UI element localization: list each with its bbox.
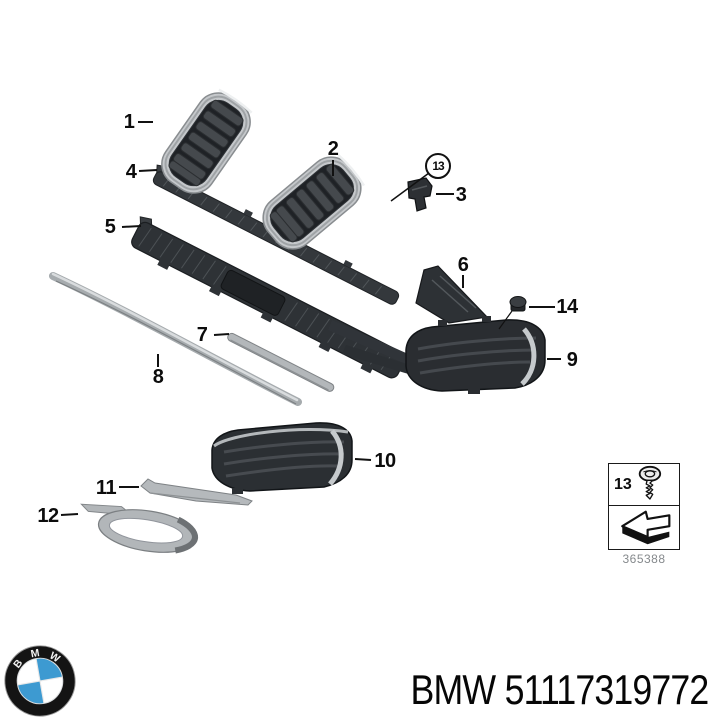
part-number-text: 51117319772	[504, 666, 709, 713]
part-6-corner-support	[415, 265, 489, 324]
legend-box: 13	[608, 463, 680, 550]
part-11-accent-strip	[140, 478, 253, 506]
legend-fastener-row: 13	[609, 464, 679, 506]
legend-item-number: 13	[614, 475, 632, 493]
callout-11: 11	[95, 477, 117, 499]
center-mesh-tails	[328, 320, 420, 376]
part-10-fog-grille-left	[211, 422, 353, 494]
callout-2: 2	[327, 138, 339, 160]
bmw-roundel-icon: B M W	[4, 645, 76, 717]
legend-direction-row	[609, 506, 679, 549]
callout-8: 8	[152, 366, 164, 388]
callout-9: 9	[566, 349, 578, 371]
leader-lines	[60, 121, 561, 516]
part-14-cap	[498, 296, 527, 330]
callout-6: 6	[457, 254, 469, 276]
part-1-kidney-grille-left	[161, 88, 253, 194]
callout-3: 3	[455, 184, 467, 206]
callout-4: 4	[125, 161, 137, 183]
screw-icon	[638, 465, 661, 500]
brand-text: BMW	[410, 666, 496, 713]
part-3-bracket	[407, 177, 433, 212]
direction-arrow-icon	[621, 510, 671, 544]
part-8-chrome-strip	[49, 272, 302, 406]
callout-14: 14	[556, 296, 578, 318]
legend-catalog-code: 365388	[622, 552, 666, 566]
part-9-fog-grille-right	[405, 316, 546, 394]
bmw-roundel-logo: B M W	[2, 643, 78, 719]
part-number-title: BMW 51117319772	[410, 666, 709, 714]
callout-5: 5	[104, 216, 116, 238]
callout-10: 10	[374, 450, 396, 472]
callout-13-circled: 13	[425, 153, 451, 179]
logo-letter-m: M	[30, 648, 40, 660]
part-5-lower-carrier-mesh	[131, 216, 406, 379]
callout-7: 7	[196, 324, 208, 346]
part-2-kidney-grille-right	[262, 153, 365, 250]
callout-1: 1	[123, 111, 135, 133]
part-12-fog-surround	[80, 503, 199, 554]
callout-12: 12	[37, 505, 59, 527]
part-7-trim-strip	[227, 332, 335, 392]
